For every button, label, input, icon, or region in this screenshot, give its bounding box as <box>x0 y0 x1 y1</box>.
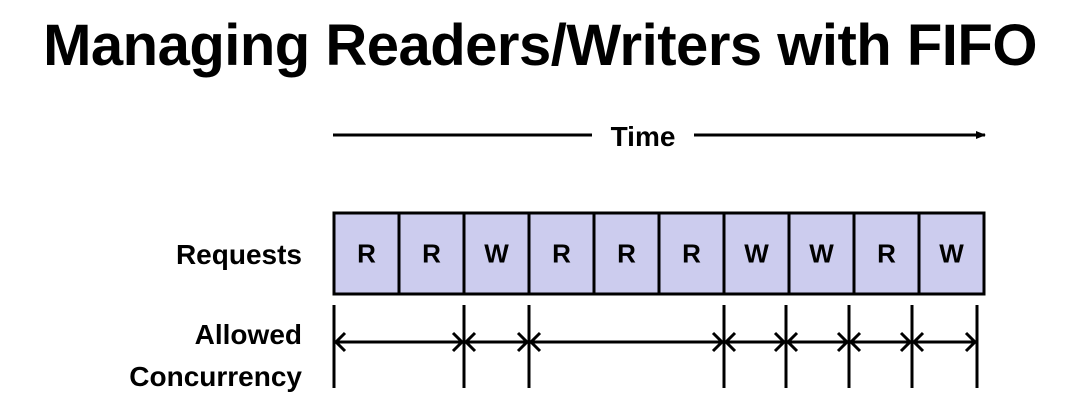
request-cell-writer: W <box>917 211 986 296</box>
time-label: Time <box>610 121 676 152</box>
page-title: Managing Readers/Writers with FIFO <box>43 13 1037 78</box>
request-cell-reader: R <box>852 211 921 296</box>
concurrency-span-arrow <box>333 331 465 353</box>
request-cell-writer: W <box>787 211 856 296</box>
allowed-concurrency-label: Allowed Concurrency <box>80 314 302 398</box>
request-cell-reader: R <box>592 211 661 296</box>
request-cell-box <box>917 211 986 296</box>
request-cell-label: R <box>422 239 441 269</box>
request-cell-reader: R <box>332 211 401 296</box>
request-cell-label: R <box>877 239 896 269</box>
request-cell-reader: R <box>657 211 726 296</box>
concurrency-marks <box>332 305 979 388</box>
request-cell-label: R <box>357 239 376 269</box>
request-cell-label: W <box>744 239 769 269</box>
request-cell-label: W <box>809 239 834 269</box>
request-cell-box <box>787 211 856 296</box>
request-cell-box <box>722 211 791 296</box>
request-cell-label: R <box>552 239 571 269</box>
request-cell-label: W <box>484 239 509 269</box>
request-cell-box <box>462 211 531 296</box>
request-cell-box <box>852 211 921 296</box>
concurrency-span-arrow <box>911 331 978 353</box>
concurrency-span-arrow <box>463 331 530 353</box>
requests-label: Requests <box>175 239 302 270</box>
request-cell-writer: W <box>722 211 791 296</box>
concurrency-span-arrow <box>785 331 850 353</box>
allowed-concurrency-label-line1: Allowed <box>194 319 302 350</box>
request-cell-label: R <box>682 239 701 269</box>
concurrency-span-arrow <box>723 331 787 353</box>
request-cell-writer: W <box>462 211 531 296</box>
request-cell-box <box>332 211 401 296</box>
concurrency-span-arrow <box>528 331 725 353</box>
request-cell-label: W <box>939 239 964 269</box>
request-cell-label: R <box>617 239 636 269</box>
request-cell-reader: R <box>397 211 466 296</box>
concurrency-span-arrow <box>848 331 913 353</box>
allowed-concurrency-label-line2: Concurrency <box>129 361 302 392</box>
request-cell-reader: R <box>527 211 596 296</box>
